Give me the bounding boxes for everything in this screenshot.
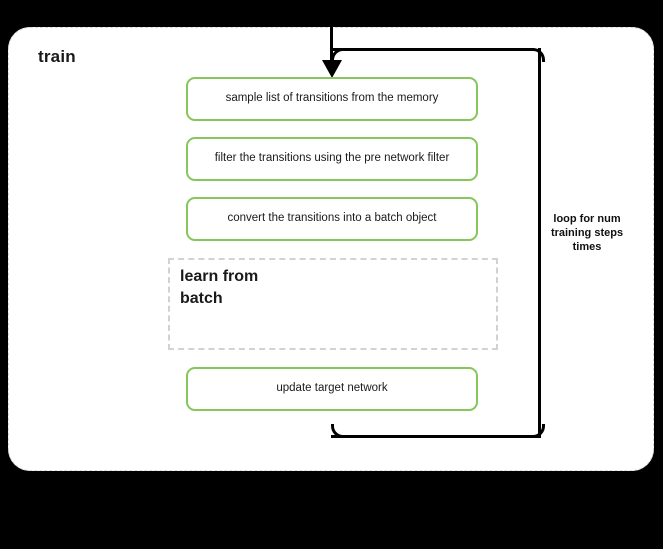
subflow-learn-from-batch[interactable] (168, 258, 498, 350)
entry-arrow-icon (322, 60, 342, 78)
loop-connector-bottom (331, 435, 538, 438)
entry-connector-line (330, 0, 333, 64)
step-label: convert the transitions into a batch obj… (227, 212, 437, 225)
loop-corner-bottom-right (531, 424, 545, 438)
loop-corner-bottom-left (331, 424, 345, 438)
loop-corner-top-left (331, 48, 345, 62)
loop-connector-top (331, 48, 534, 51)
step-label: update target network (276, 382, 388, 395)
step-label: filter the transitions using the pre net… (214, 152, 450, 165)
page-title: train (38, 47, 76, 66)
loop-corner-top-right (531, 48, 545, 62)
exit-connector-line (0, 0, 2, 60)
step-update-target-network[interactable]: update target network (186, 367, 478, 411)
step-filter-transitions[interactable]: filter the transitions using the pre net… (186, 137, 478, 181)
subflow-title: learn from batch (180, 266, 330, 309)
step-sample-transitions[interactable]: sample list of transitions from the memo… (186, 77, 478, 121)
loop-label: loop for num training steps times (550, 213, 624, 253)
step-label: sample list of transitions from the memo… (225, 92, 439, 105)
step-convert-transitions[interactable]: convert the transitions into a batch obj… (186, 197, 478, 241)
subflow-title-line-2: batch (180, 289, 223, 307)
subflow-title-line-1: learn from (180, 268, 259, 285)
loop-connector-right (538, 48, 541, 438)
